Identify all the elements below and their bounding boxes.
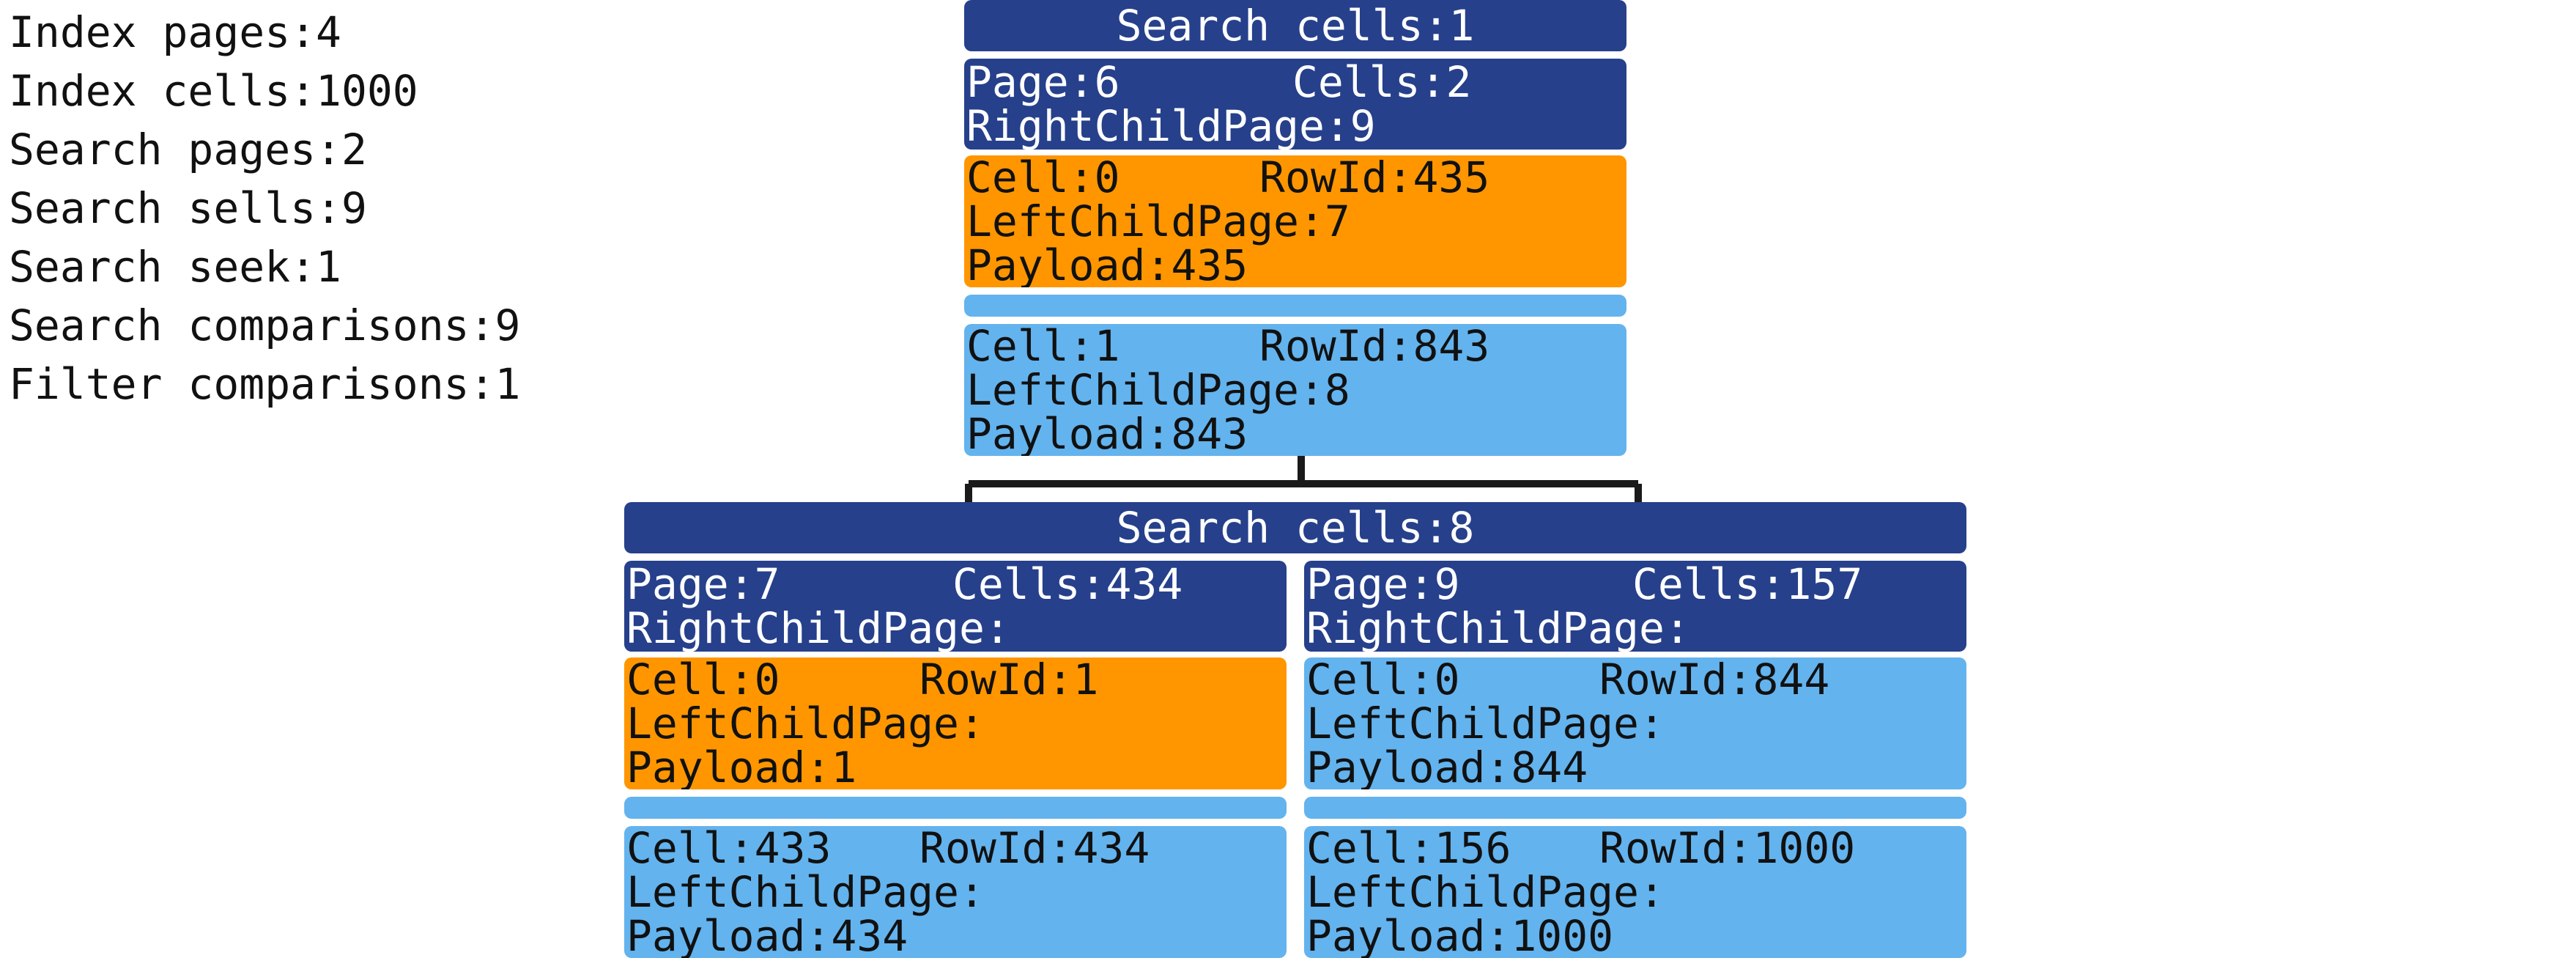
text-line: Cell:0 <box>1306 657 1966 701</box>
stat-line: Search comparisons:9 <box>9 301 521 350</box>
page-cells-count: Cells:157 <box>1632 561 1863 609</box>
cell-index: 433 <box>754 826 832 873</box>
cell-index: 156 <box>1434 826 1511 873</box>
text-line: RightChildPage:9 <box>966 101 1376 150</box>
page-number: 6 <box>1094 59 1120 107</box>
page-cells-value: 2 <box>1446 59 1472 107</box>
text-line: Cell:156 <box>1306 826 1966 870</box>
cell-rowid: RowId:1 <box>919 657 1098 701</box>
text-line: LeftChildPage:7 <box>966 196 1350 246</box>
level-header: Search cells:1 <box>964 0 1626 51</box>
cell-payload: 1 <box>831 743 857 789</box>
text-line: Payload:1000 <box>1306 914 1966 958</box>
text-line: RightChildPage: <box>1306 603 1690 652</box>
text-line: Page:7 <box>626 561 780 609</box>
level-header: Search cells:8 <box>624 502 1966 553</box>
cell-index: 0 <box>1094 155 1120 202</box>
left-child-page: 7 <box>1324 196 1350 246</box>
cell-rowid: RowId:434 <box>919 826 1150 870</box>
stat-label: Search sells <box>9 183 317 233</box>
cell-index: 1 <box>1094 324 1120 371</box>
cell-payload: 1000 <box>1511 911 1614 958</box>
stat-value: 2 <box>341 125 367 174</box>
cell-rowid-value: 1000 <box>1753 826 1856 873</box>
cell-rowid-value: 1 <box>1073 657 1099 704</box>
cell-index: 0 <box>1434 657 1460 704</box>
stat-value: 1 <box>316 242 341 292</box>
page-cells-count: Cells:434 <box>952 561 1183 609</box>
text-line: LeftChildPage: <box>626 699 985 748</box>
text-line: LeftChildPage: <box>1306 699 1665 748</box>
text-line: LeftChildPage: <box>626 867 985 917</box>
stat-value: 1000 <box>316 66 418 116</box>
right-child-page: 9 <box>1350 101 1376 150</box>
cell-rowid-value: 844 <box>1753 657 1830 704</box>
page-cells-value: 434 <box>1106 561 1183 609</box>
stat-label: Filter comparisons <box>9 359 470 409</box>
stat-label: Index pages <box>9 7 291 57</box>
text-line: RightChildPage: <box>626 603 1010 652</box>
cell-rowid-value: 843 <box>1413 324 1490 371</box>
cell-payload: 844 <box>1511 743 1588 789</box>
cell-rowid-value: 435 <box>1413 155 1490 202</box>
text-line: Payload:843 <box>966 412 1626 456</box>
stat-value: 4 <box>316 7 341 57</box>
page-cells-value: 157 <box>1785 561 1863 609</box>
cell-rowid: RowId:843 <box>1259 324 1489 368</box>
text-line: Payload:434 <box>626 914 1287 958</box>
text-line: Page:6 <box>966 59 1120 107</box>
cell-rowid-value: 434 <box>1073 826 1150 873</box>
page-number: 7 <box>754 561 780 609</box>
text-line: Cell:0 <box>966 155 1626 199</box>
stat-label: Index cells <box>9 66 291 116</box>
cell-separator <box>964 295 1626 317</box>
stat-label: Search pages <box>9 125 317 174</box>
text-line: Cell:0 <box>626 657 1287 701</box>
text-line: Cell:1 <box>966 324 1626 368</box>
cell-payload: 435 <box>1171 240 1248 287</box>
left-child-page: 8 <box>1324 365 1350 415</box>
cell-rowid: RowId:844 <box>1599 657 1829 701</box>
cell-separator <box>624 797 1287 819</box>
cell-index: 0 <box>754 657 780 704</box>
text-line: Payload:844 <box>1306 745 1966 789</box>
cell-payload: 434 <box>831 911 908 958</box>
stat-label: Search seek <box>9 242 291 292</box>
stat-line: Filter comparisons:1 <box>9 359 521 409</box>
stat-line: Search pages:2 <box>9 125 367 174</box>
text-line: Page:9 <box>1306 561 1460 609</box>
cell-separator <box>1304 797 1966 819</box>
text-line: Payload:1 <box>626 745 1287 789</box>
stat-value: 1 <box>495 359 521 409</box>
stat-line: Search sells:9 <box>9 183 367 233</box>
page-cells-count: Cells:2 <box>1292 59 1472 107</box>
cell-rowid: RowId:1000 <box>1599 826 1855 870</box>
stat-value: 9 <box>495 301 521 350</box>
stat-line: Search seek:1 <box>9 242 341 292</box>
cell-rowid: RowId:435 <box>1259 155 1489 199</box>
stat-label: Search comparisons <box>9 301 470 350</box>
stat-value: 9 <box>341 183 367 233</box>
text-line: LeftChildPage:8 <box>966 365 1350 415</box>
text-line: LeftChildPage: <box>1306 867 1665 917</box>
text-line: Cell:433 <box>626 826 1287 870</box>
stat-line: Index pages:4 <box>9 7 341 57</box>
cell-payload: 843 <box>1171 409 1248 456</box>
page-number: 9 <box>1434 561 1460 609</box>
stat-line: Index cells:1000 <box>9 66 418 116</box>
text-line: Payload:435 <box>966 243 1626 287</box>
